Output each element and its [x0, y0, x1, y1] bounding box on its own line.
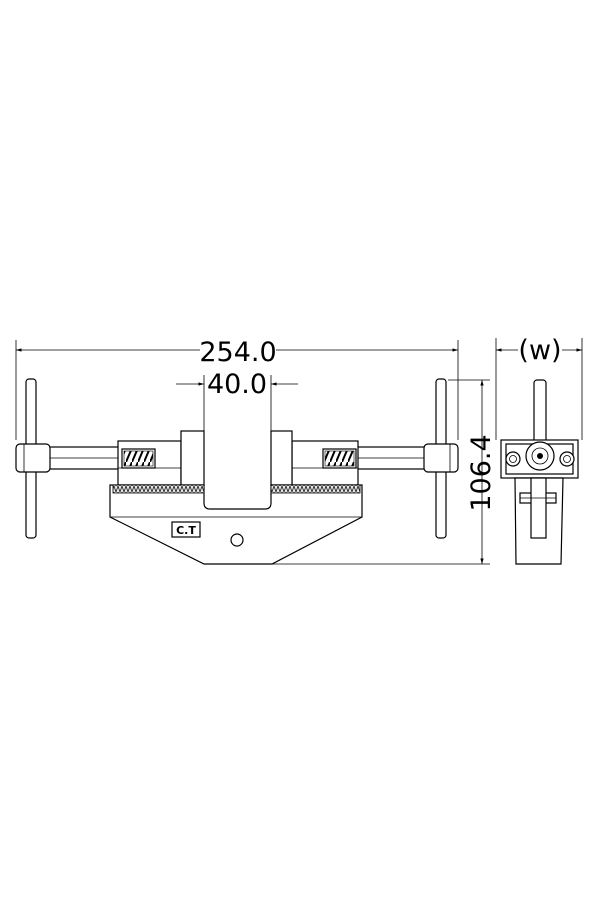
side-view: (w) [495, 335, 583, 565]
left-side-screw-inner [509, 455, 517, 463]
dimension-jaw-opening: 40.0 [207, 369, 267, 400]
dimension-overall-length: 254.0 [199, 337, 276, 368]
side-hub-center [537, 453, 543, 459]
dimension-width: (w) [518, 335, 561, 366]
left-serrated-jaw [112, 484, 205, 494]
side-screw-stem [530, 477, 547, 539]
right-side-screw-inner [563, 455, 571, 463]
side-hub-inner [531, 447, 549, 465]
mounting-hole [230, 533, 244, 547]
left-handle-hub [15, 443, 51, 473]
brand-logo: C.T [176, 524, 196, 537]
left-jaw-block [180, 430, 205, 486]
dimension-height: 106.4 [466, 434, 497, 511]
right-spring [324, 450, 355, 467]
right-serrated-jaw [270, 484, 361, 494]
brand-logo-box [171, 521, 201, 538]
left-side-screw [505, 451, 521, 467]
right-jaw-block [270, 430, 293, 486]
vise-body [109, 484, 363, 565]
left-spring [123, 450, 154, 467]
right-side-screw [559, 451, 575, 467]
right-handle-hub [423, 443, 459, 473]
front-view: 254.0 40.0 106.4 [15, 337, 497, 565]
